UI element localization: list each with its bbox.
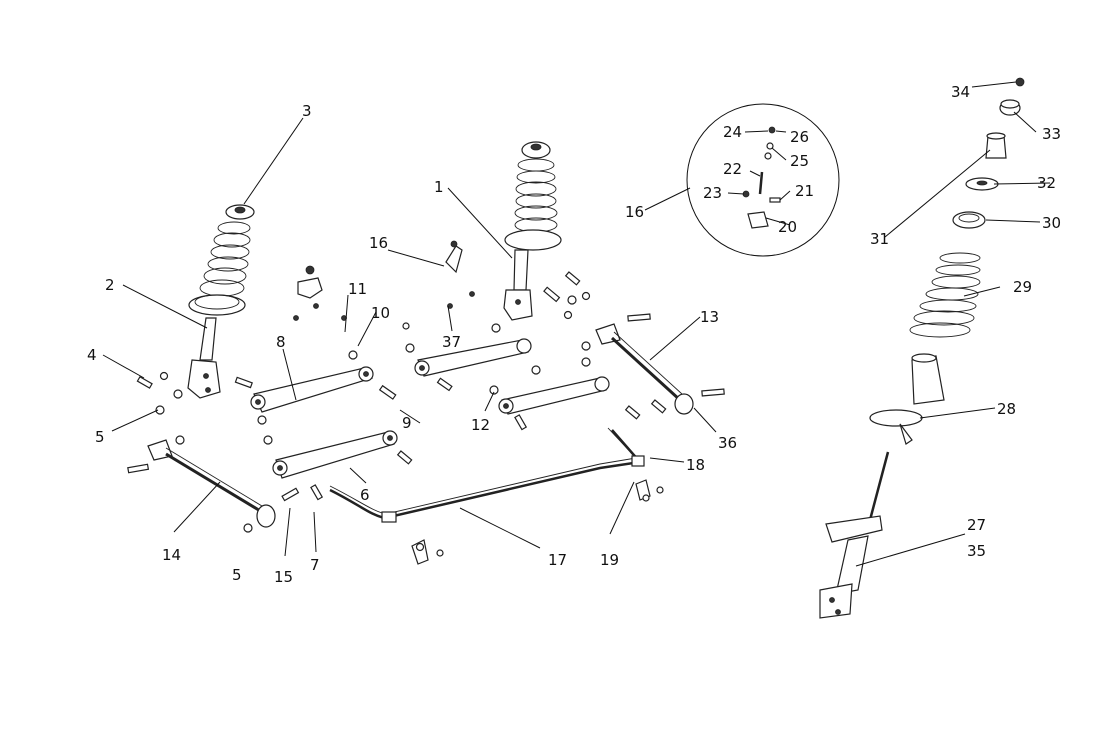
callout-5a: 5 [95,428,105,446]
callout-23: 23 [703,184,722,202]
callout-34: 34 [951,83,970,101]
callout-25: 25 [790,152,809,170]
callout-32: 32 [1037,174,1056,192]
callout-20: 20 [778,218,797,236]
callout-13: 13 [700,308,719,326]
callout-5b: 5 [232,566,242,584]
trailing-link-right [595,323,694,415]
lower-control-arm-left [272,430,398,479]
callout-19: 19 [600,551,619,569]
left-strut-assembly [187,204,255,399]
detail-circle-link [686,103,840,257]
callout-9: 9 [402,414,412,432]
callout-37: 37 [442,333,461,351]
upper-control-arm-left [250,366,374,413]
callout-8: 8 [276,333,286,351]
callout-11: 11 [348,280,367,298]
callout-2: 2 [105,276,115,294]
trailing-link-left [147,439,276,528]
exploded-strut-components [819,77,1025,619]
callout-15: 15 [274,568,293,586]
callout-7: 7 [310,556,320,574]
callout-24: 24 [723,123,742,141]
lower-control-arm-right [498,376,610,415]
callout-28: 28 [997,400,1016,418]
right-strut-assembly [503,141,562,321]
callout-26: 26 [790,128,809,146]
callout-3: 3 [302,102,312,120]
callout-35: 35 [967,542,986,560]
callout-21: 21 [795,182,814,200]
callout-labels: 3 2 1 4 5 6 7 8 9 10 11 12 13 14 5 15 16… [87,83,1061,586]
callout-27: 27 [967,516,986,534]
leader-lines [102,81,1051,567]
stabilizer-bar [329,427,651,565]
callout-33: 33 [1042,125,1061,143]
callout-1: 1 [434,178,444,196]
callout-14: 14 [162,546,181,564]
callout-12: 12 [471,416,490,434]
upper-control-arm-right [414,338,532,377]
callout-36: 36 [718,434,737,452]
callout-16b: 16 [625,203,644,221]
hardware-fasteners [127,240,725,557]
callout-22: 22 [723,160,742,178]
callout-18: 18 [686,456,705,474]
callout-30: 30 [1042,214,1061,232]
callout-6: 6 [360,486,370,504]
callout-16a: 16 [369,234,388,252]
callout-4: 4 [87,346,97,364]
callout-29: 29 [1013,278,1032,296]
callout-10: 10 [371,304,390,322]
callout-17: 17 [548,551,567,569]
callout-31: 31 [870,230,889,248]
